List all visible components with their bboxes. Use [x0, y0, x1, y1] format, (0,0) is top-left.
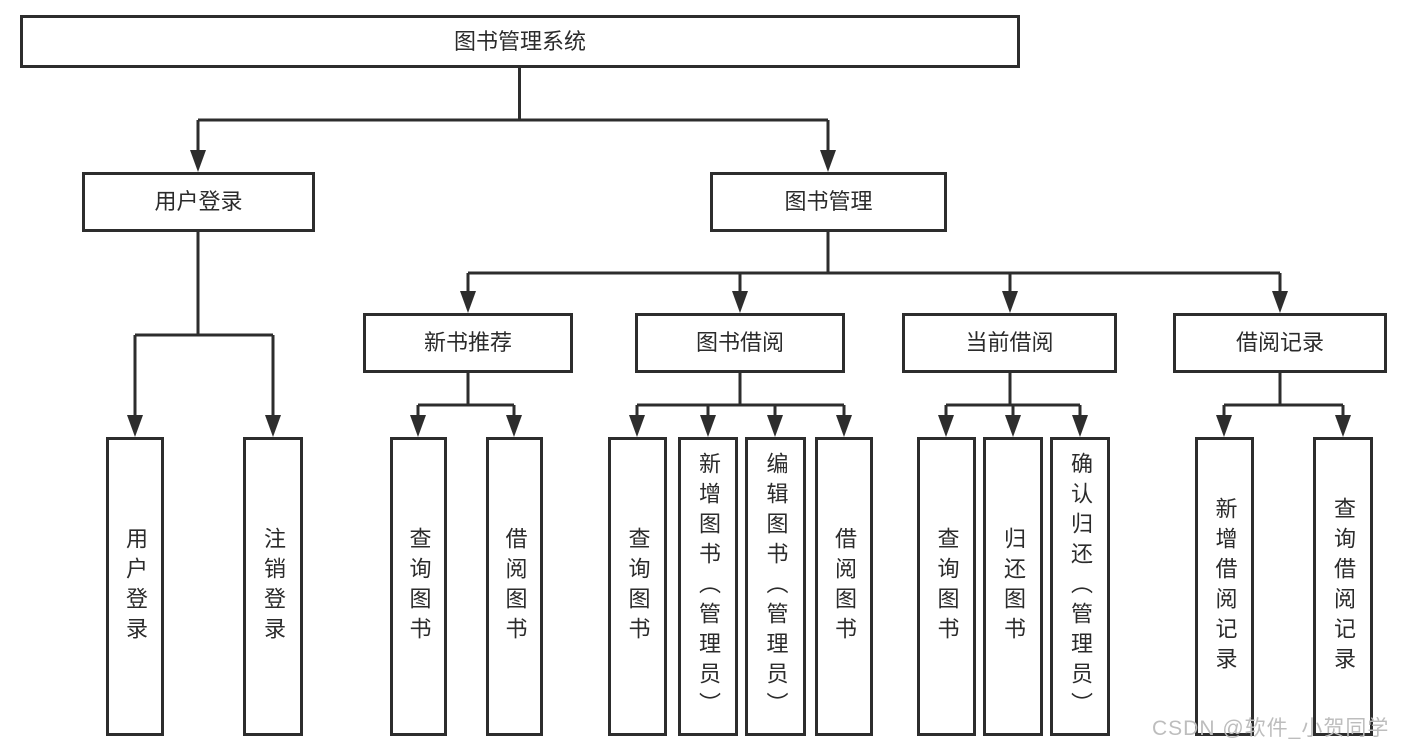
node-label: 借阅图书 [832, 526, 857, 647]
leaf-borrow-add-book-admin: 新增图书（管理员） [678, 437, 738, 736]
node-label: 用户登录 [154, 189, 243, 214]
node-label: 查询图书 [934, 526, 960, 647]
node-label: 查询图书 [625, 526, 651, 647]
leaf-recommend-borrow-book: 借阅图书 [486, 437, 543, 736]
node-label: 当前借阅 [965, 330, 1054, 355]
leaf-borrow-query-book: 查询图书 [608, 437, 667, 736]
node-label: 查询图书 [406, 526, 432, 647]
leaf-user-login: 用户登录 [106, 437, 164, 736]
node-label: 新增借阅记录 [1212, 496, 1238, 677]
node-book-borrow: 图书借阅 [635, 313, 845, 373]
leaf-current-query-book: 查询图书 [917, 437, 976, 736]
node-label: 查询借阅记录 [1331, 496, 1356, 677]
leaf-recommend-query-book: 查询图书 [390, 437, 447, 736]
node-label: 图书管理 [784, 189, 873, 214]
node-label: 归还图书 [1001, 526, 1026, 647]
leaf-records-add-record: 新增借阅记录 [1195, 437, 1254, 736]
leaf-current-confirm-return-admin: 确认归还（管理员） [1050, 437, 1110, 736]
csdn-watermark: CSDN @软件_小贺同学 [1152, 717, 1390, 740]
leaf-borrow-edit-book-admin: 编辑图书（管理员） [745, 437, 806, 736]
node-current-borrow: 当前借阅 [902, 313, 1117, 373]
node-book-management-branch: 图书管理 [710, 172, 947, 232]
node-label: 新增图书（管理员） [696, 451, 721, 722]
node-label: 编辑图书（管理员） [763, 451, 789, 722]
node-label: 借阅图书 [502, 526, 528, 647]
node-label: 图书管理系统 [453, 28, 586, 54]
leaf-current-return-book: 归还图书 [983, 437, 1043, 736]
node-label: 用户登录 [123, 526, 148, 647]
node-label: 图书借阅 [695, 330, 784, 355]
node-system-root: 图书管理系统 [20, 15, 1020, 68]
node-label: 借阅记录 [1235, 330, 1324, 355]
node-label: 新书推荐 [423, 330, 512, 355]
node-label: 确认归还（管理员） [1068, 451, 1093, 722]
node-new-book-recommend: 新书推荐 [363, 313, 573, 373]
leaf-logout: 注销登录 [243, 437, 303, 736]
leaf-borrow-borrow-book: 借阅图书 [815, 437, 873, 736]
node-label: 注销登录 [261, 526, 286, 647]
node-borrow-records: 借阅记录 [1173, 313, 1387, 373]
node-user-login-branch: 用户登录 [82, 172, 315, 232]
leaf-records-query-record: 查询借阅记录 [1313, 437, 1373, 736]
